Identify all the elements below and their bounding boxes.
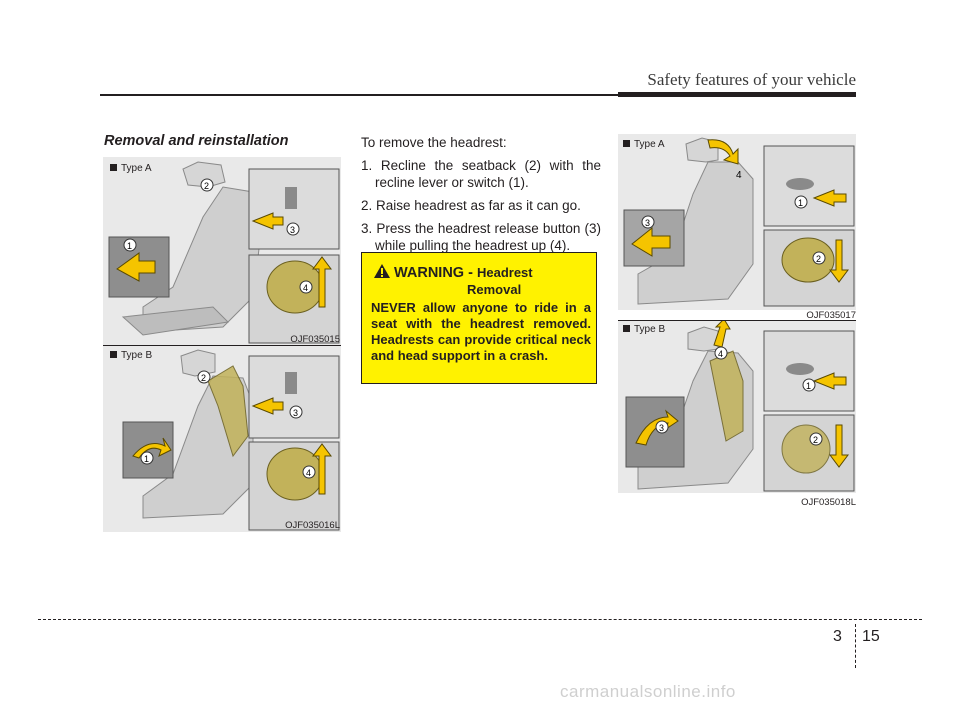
header-rule — [100, 94, 856, 96]
svg-text:2: 2 — [816, 254, 821, 264]
bullet-square-icon — [623, 325, 630, 332]
figure-type-label: Type A — [110, 163, 152, 174]
figure-type-b-left: Type B 2 1 3 4 — [103, 346, 341, 532]
warning-box: WARNING - Headrest Removal NEVER allow a… — [361, 252, 597, 384]
figure-divider — [103, 345, 341, 346]
watermark: carmanualsonline.info — [560, 682, 736, 701]
page-chapter: 3 — [833, 628, 842, 645]
figure-type-b-right: Type B 4 3 1 2 — [618, 321, 856, 493]
figure-divider — [618, 320, 856, 321]
svg-text:3: 3 — [645, 218, 650, 228]
svg-text:3: 3 — [659, 423, 664, 433]
figure-type-label: Type B — [623, 324, 665, 335]
svg-text:2: 2 — [204, 181, 209, 191]
instructions-intro: To remove the headrest: — [361, 135, 507, 150]
instructions: To remove the headrest: 1. Recline the s… — [361, 134, 601, 260]
figure-code: OJF035015 — [290, 334, 340, 345]
warning-title: WARNING - Headrest — [394, 265, 533, 281]
header-rule-accent — [618, 92, 856, 97]
seat-illustration: 4 3 1 2 — [623, 137, 855, 307]
svg-text:3: 3 — [293, 408, 298, 418]
running-header-title: Safety features of your vehicle — [647, 70, 856, 89]
instruction-step: 3. Press the headrest release button (3)… — [361, 221, 601, 253]
figure-type-a-left: Type A 2 1 3 4 — [103, 157, 341, 346]
svg-text:2: 2 — [201, 373, 206, 383]
svg-text:2: 2 — [813, 435, 818, 445]
instruction-step: 2. Raise headrest as far as it can go. — [361, 198, 581, 213]
footer-rule — [38, 619, 922, 620]
figure-type-a-right: Type A 4 3 1 2 — [618, 134, 856, 310]
section-heading: Removal and reinstallation — [104, 133, 289, 149]
svg-text:4: 4 — [718, 349, 723, 359]
seat-illustration: 2 1 3 4 — [108, 161, 340, 344]
figure-code: OJF035016L — [285, 520, 340, 531]
bullet-square-icon — [623, 140, 630, 147]
figure-type-label: Type B — [110, 350, 152, 361]
warning-body: NEVER allow anyone to ride in a seat wit… — [371, 300, 591, 363]
svg-text:4: 4 — [303, 283, 308, 293]
svg-text:3: 3 — [290, 225, 295, 235]
warning-triangle-icon — [374, 264, 390, 278]
seat-illustration: 4 3 1 2 — [625, 321, 855, 492]
svg-text:4: 4 — [306, 468, 311, 478]
svg-text:1: 1 — [127, 241, 132, 251]
warning-title-line2: Removal — [467, 282, 522, 297]
svg-text:1: 1 — [798, 198, 803, 208]
bullet-square-icon — [110, 164, 117, 171]
page-number-divider — [855, 624, 856, 668]
figure-code: OJF035018L — [801, 497, 856, 508]
svg-text:1: 1 — [806, 381, 811, 391]
seat-illustration: 2 1 3 4 — [122, 349, 340, 531]
figure-code: OJF035017 — [806, 310, 856, 321]
svg-text:1: 1 — [144, 454, 149, 464]
page-number: 15 — [862, 628, 880, 645]
svg-text:4: 4 — [736, 170, 742, 181]
bullet-square-icon — [110, 351, 117, 358]
instruction-step: 1. Recline the seatback (2) with the rec… — [361, 158, 601, 190]
figure-type-label: Type A — [623, 139, 665, 150]
